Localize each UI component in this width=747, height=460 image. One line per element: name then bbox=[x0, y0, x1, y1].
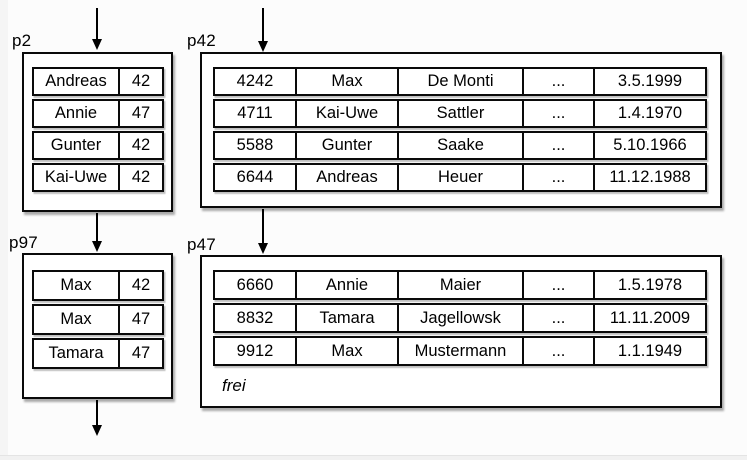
page-label-p42: p42 bbox=[187, 31, 216, 50]
table-cell: Jagellowsk bbox=[397, 305, 522, 331]
table-cell: 11.11.2009 bbox=[593, 305, 705, 331]
table-row: Kai-Uwe 42 bbox=[32, 163, 164, 192]
table-cell: ... bbox=[522, 305, 593, 331]
arrow-stem bbox=[96, 400, 98, 427]
table-cell: 8832 bbox=[236, 308, 274, 327]
arrow-stem bbox=[96, 8, 98, 41]
table-cell: ... bbox=[522, 165, 593, 190]
arrow-head-icon bbox=[258, 41, 268, 52]
table-cell: 1.1.1949 bbox=[593, 338, 705, 364]
table-cell: 9912 bbox=[236, 341, 274, 360]
table-cell: Sattler bbox=[397, 101, 522, 126]
table-cell: Saake bbox=[397, 133, 522, 158]
arrow-into-p2-icon bbox=[91, 8, 103, 50]
arrow-stem bbox=[96, 213, 98, 243]
table-cell: ... bbox=[522, 101, 593, 126]
bottom-edge-strip bbox=[0, 455, 747, 460]
table-row: Max 42 bbox=[32, 270, 164, 301]
table-cell: 3.5.1999 bbox=[593, 69, 705, 94]
page-label-p97: p97 bbox=[9, 233, 38, 252]
table-cell: 6660 bbox=[236, 275, 274, 294]
table-cell: ... bbox=[522, 272, 593, 298]
page-label-p2: p2 bbox=[12, 31, 32, 50]
table-cell: ... bbox=[522, 338, 593, 364]
arrow-into-p42-icon bbox=[257, 8, 269, 52]
table-cell: Max bbox=[295, 338, 397, 364]
table-cell: Gunter bbox=[295, 133, 397, 158]
table-cell: Max bbox=[295, 69, 397, 94]
table-cell: Annie bbox=[295, 272, 397, 298]
arrow-head-icon bbox=[92, 425, 102, 436]
table-cell: 1.5.1978 bbox=[593, 272, 705, 298]
left-edge-strip bbox=[0, 0, 8, 460]
table-cell: Gunter bbox=[50, 136, 102, 154]
table-cell: Max bbox=[60, 276, 92, 294]
table-cell: ... bbox=[522, 133, 593, 158]
table-cell: 4242 bbox=[236, 72, 274, 90]
arrow-out-of-p97-icon bbox=[91, 400, 103, 436]
free-space-label: frei bbox=[222, 376, 246, 395]
table-cell: ... bbox=[522, 69, 593, 94]
page-label-p47: p47 bbox=[187, 235, 216, 254]
table-row: Gunter 42 bbox=[32, 131, 164, 160]
table-cell: Annie bbox=[54, 104, 98, 122]
table-cell: Heuer bbox=[397, 165, 522, 190]
table-cell: 11.12.1988 bbox=[593, 165, 705, 190]
table-cell: 42 bbox=[118, 133, 162, 158]
table-cell: 42 bbox=[118, 272, 162, 299]
table-cell: Tamara bbox=[48, 344, 104, 362]
arrow-head-icon bbox=[258, 243, 268, 254]
arrow-head-icon bbox=[92, 39, 102, 50]
table-cell: Mustermann bbox=[397, 338, 522, 364]
table-cell: 47 bbox=[118, 340, 162, 367]
arrow-p42-to-p47-icon bbox=[257, 209, 269, 254]
table-cell: 6644 bbox=[236, 168, 274, 186]
table-cell: Max bbox=[60, 310, 92, 328]
table-row: Andreas 42 bbox=[32, 67, 164, 96]
table-cell: De Monti bbox=[397, 69, 522, 94]
table-cell: Andreas bbox=[295, 165, 397, 190]
arrow-head-icon bbox=[92, 241, 102, 252]
table-cell: 1.4.1970 bbox=[593, 101, 705, 126]
table-cell: Maier bbox=[397, 272, 522, 298]
table-cell: 5588 bbox=[236, 136, 274, 154]
table-row: Max 47 bbox=[32, 304, 164, 335]
table-cell: Andreas bbox=[45, 72, 107, 90]
table-cell: Kai-Uwe bbox=[44, 168, 108, 186]
table-cell: 47 bbox=[118, 306, 162, 333]
table-row: Tamara 47 bbox=[32, 338, 164, 369]
table-cell: Tamara bbox=[295, 305, 397, 331]
table-row: Annie 47 bbox=[32, 99, 164, 128]
arrow-p2-to-p97-icon bbox=[91, 213, 103, 252]
table-cell: 47 bbox=[118, 101, 162, 126]
table-cell: Kai-Uwe bbox=[295, 101, 397, 126]
table-cell: 42 bbox=[118, 69, 162, 94]
arrow-stem bbox=[262, 209, 264, 245]
table-cell: 4711 bbox=[237, 104, 273, 122]
table-cell: 42 bbox=[118, 165, 162, 190]
table-cell: 5.10.1966 bbox=[593, 133, 705, 158]
arrow-stem bbox=[262, 8, 264, 43]
